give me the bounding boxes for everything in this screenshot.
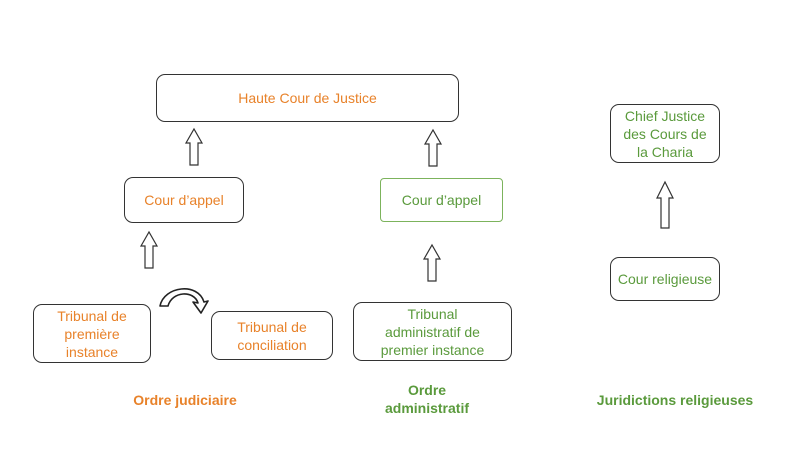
chief-justice-label: Chief Justice des Cours de la Charia (623, 107, 707, 160)
ordre-judiciaire-caption: Ordre judiciaire (133, 392, 237, 408)
haute-cour-label: Haute Cour de Justice (238, 90, 377, 106)
tribunal-administratif-box: Tribunal administratif de premier instan… (353, 302, 512, 361)
cour-appel-judiciaire-box: Cour d’appel (124, 177, 244, 223)
tribunal-conciliation-box: Tribunal de conciliation (211, 311, 333, 360)
juridictions-religieuses-caption: Juridictions religieuses (596, 392, 754, 408)
tribunal-administratif-label: Tribunal administratif de premier instan… (380, 305, 485, 358)
up-arrow-icon (423, 128, 443, 167)
up-arrow-icon (184, 127, 204, 166)
cour-religieuse-label: Cour religieuse (617, 271, 713, 287)
chief-justice-box: Chief Justice des Cours de la Charia (610, 104, 720, 163)
tribunal-premiere-instance-label: Tribunal de première instance (57, 307, 127, 360)
up-arrow-icon (656, 180, 674, 229)
tribunal-conciliation-label: Tribunal de conciliation (237, 318, 307, 353)
up-arrow-icon (422, 243, 442, 282)
curved-right-arrow-icon (159, 288, 209, 314)
ordre-administratif-caption: Ordre administratif (384, 382, 469, 416)
haute-cour-box: Haute Cour de Justice (156, 74, 459, 122)
up-arrow-icon (139, 230, 159, 269)
cour-appel-judiciaire-label: Cour d’appel (144, 192, 224, 208)
cour-religieuse-box: Cour religieuse (610, 257, 720, 301)
cour-appel-administratif-box: Cour d’appel (380, 178, 503, 222)
cour-appel-administratif-label: Cour d’appel (401, 192, 482, 208)
tribunal-premiere-instance-box: Tribunal de première instance (33, 304, 151, 363)
